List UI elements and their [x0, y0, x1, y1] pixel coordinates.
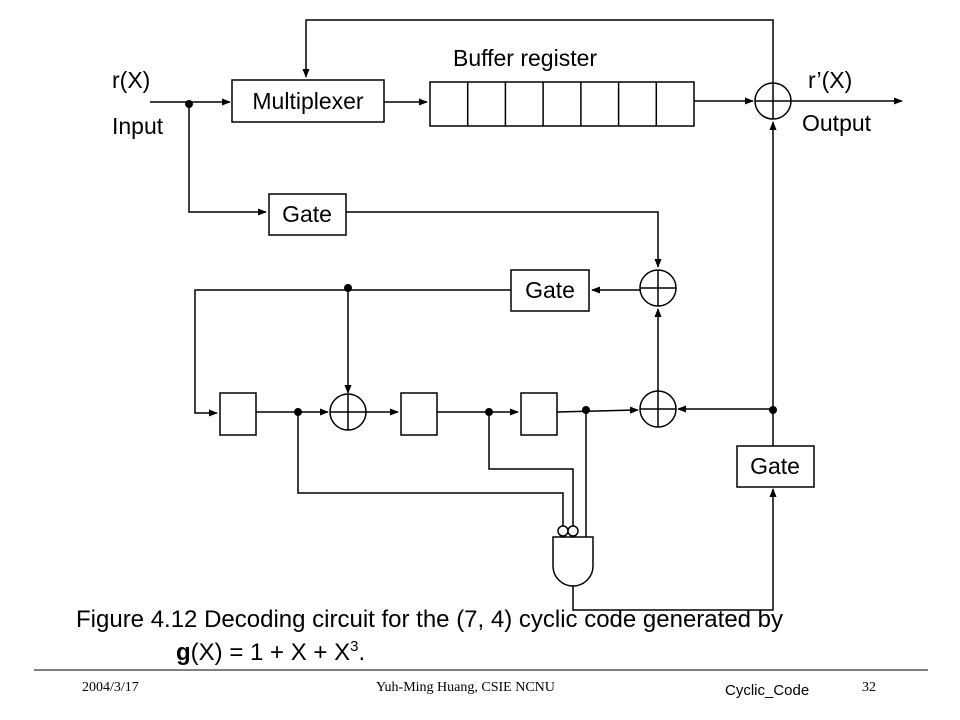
caption-line-1: Figure 4.12 Decoding circuit for the (7,…: [76, 606, 784, 633]
footer-topic: Cyclic_Code: [725, 682, 810, 699]
output-tap-dot: [769, 406, 777, 414]
footer-author: Yuh-Ming Huang, CSIE NCNU: [376, 680, 555, 695]
multiplexer-block: Multiplexer: [231, 79, 385, 123]
caption-poly-end: .: [358, 639, 366, 666]
footer-page-number: 32: [862, 680, 876, 695]
gate-correction-label: Gate: [750, 453, 800, 479]
caption-poly-rest: (X) = 1 + X + X: [190, 639, 351, 666]
footer-date: 2004/3/17: [82, 680, 139, 695]
gate-input-wire: [346, 211, 662, 268]
caption-line-2: g(X) = 1 + X + X3.: [176, 638, 365, 667]
gate-correction: Gate: [736, 445, 815, 488]
syndrome-cell-2: [520, 392, 558, 436]
gate-feedback: Gate: [510, 269, 590, 312]
gate-input-label: Gate: [282, 201, 332, 227]
input-junction-dot: [185, 100, 193, 108]
tap-dot-2: [582, 406, 590, 414]
gate-feedback-label: Gate: [525, 277, 575, 303]
caption-poly-sup: 3: [350, 638, 359, 655]
inverter-bubble-1: [567, 525, 579, 537]
syndrome-cell-0: [219, 392, 257, 436]
multiplexer-label: Multiplexer: [252, 88, 364, 114]
top-wires: [150, 19, 903, 216]
input-label: Input: [112, 113, 164, 139]
output-xor: [754, 82, 792, 120]
inverter-bubble-0: [557, 525, 569, 537]
lower-xor: [639, 390, 677, 428]
middle-xor: [639, 269, 677, 307]
output-symbol: r’(X): [808, 67, 852, 93]
gate-input: Gate: [268, 193, 347, 236]
feedback-wires: [194, 288, 511, 417]
syndrome-xor: [329, 393, 367, 431]
caption-poly-bold: g: [176, 639, 191, 666]
buffer-register: [429, 81, 695, 127]
syndrome-cell-1: [400, 392, 438, 436]
output-label: Output: [802, 110, 872, 136]
syndrome-wires: [256, 121, 777, 611]
buffer-register-label: Buffer register: [453, 45, 597, 71]
feedback-junction-dot: [344, 284, 352, 292]
input-symbol: r(X): [112, 67, 150, 93]
tap-dot-0: [294, 408, 302, 416]
and-gate: [552, 525, 594, 587]
tap-dot-1: [485, 408, 493, 416]
